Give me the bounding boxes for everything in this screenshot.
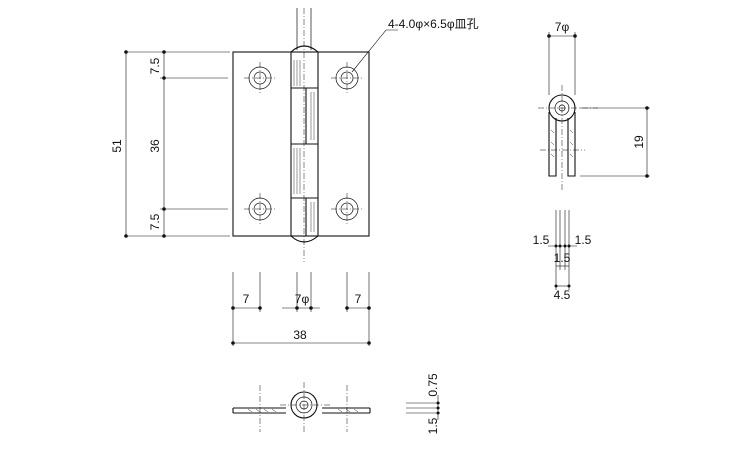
dim-knuckle-dia: 7φ	[295, 292, 310, 306]
dim-total-height: 51	[110, 139, 124, 153]
dim-bottom-gap: 0.75	[426, 373, 440, 397]
hole-spec-note: 4-4.0φ×6.5φ皿孔	[388, 17, 479, 31]
dim-side-knuckle-dia: 7φ	[555, 20, 570, 34]
side-view: 7φ 19 1.5 1.5 1.5 4.5	[533, 20, 650, 302]
dim-total-width: 38	[293, 328, 307, 342]
side-leaves	[548, 112, 576, 177]
screw-hole-top-left	[244, 62, 276, 94]
dim-side-gap: 1.5	[554, 251, 571, 265]
dim-side-left-thick: 1.5	[533, 233, 550, 247]
front-view: 4-4.0φ×6.5φ皿孔 51 7.5 36 7.5	[110, 8, 479, 346]
screw-hole-bottom-right	[331, 193, 363, 225]
knuckle-hatching	[293, 60, 315, 232]
bottom-view: 0.75 1.5	[232, 373, 440, 434]
dim-top-margin: 7.5	[148, 57, 162, 74]
dim-side-total: 4.5	[554, 288, 571, 302]
dim-right-hole-offset: 7	[355, 292, 362, 306]
dim-side-height: 19	[632, 135, 646, 149]
dim-side-right-thick: 1.5	[575, 233, 592, 247]
width-dimension-group: 7 7φ 7 38	[231, 272, 371, 346]
knuckle-outline	[290, 52, 319, 236]
dim-bottom-margin: 7.5	[148, 213, 162, 230]
flat-leaves	[232, 407, 371, 414]
dim-bottom-thick: 1.5	[426, 417, 440, 434]
hole-spec-leader	[351, 29, 398, 73]
screw-hole-bottom-left	[244, 193, 276, 225]
hinge-leaf-outline	[232, 51, 370, 237]
screw-hole-top-right	[331, 62, 363, 94]
height-dimension-group: 51 7.5 36 7.5	[110, 50, 230, 238]
dim-left-hole-offset: 7	[243, 292, 250, 306]
dim-hole-pitch: 36	[148, 139, 162, 153]
